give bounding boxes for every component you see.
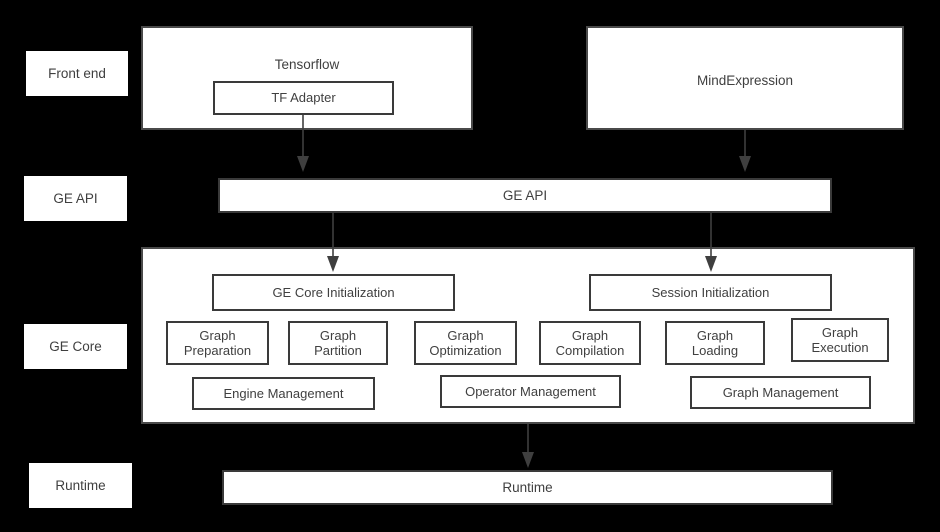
layer-label-ge-core: GE Core [24,324,127,369]
graph-preparation-line2: Preparation [183,343,252,358]
graph-execution-line2: Execution [811,340,869,355]
graph-loading-box[interactable]: Graph Loading [665,321,765,365]
runtime-bar[interactable]: Runtime [222,470,833,505]
ge-core-initialization-box[interactable]: GE Core Initialization [212,274,455,311]
session-initialization-label: Session Initialization [651,284,770,300]
graph-preparation-box[interactable]: Graph Preparation [166,321,269,365]
graph-optimization-box[interactable]: Graph Optimization [414,321,517,365]
ge-api-bar-label: GE API [502,187,548,203]
graph-partition-box[interactable]: Graph Partition [288,321,388,365]
layer-label-front-end-text: Front end [48,65,106,81]
graph-optimization-line1: Graph [447,327,484,343]
layer-label-runtime-text: Runtime [55,477,106,493]
layer-label-front-end: Front end [26,51,128,96]
operator-management-label: Operator Management [465,383,596,399]
layer-label-ge-core-text: GE Core [49,338,102,354]
graph-execution-box[interactable]: Graph Execution [791,318,889,362]
tensorflow-title: Tensorflow [274,57,340,72]
connector-mindexpression-to-ge-api [739,130,751,172]
mindexpression-frame: MindExpression [586,26,904,130]
graph-management-label: Graph Management [722,384,839,400]
session-initialization-box[interactable]: Session Initialization [589,274,832,311]
graph-loading-line1: Graph [696,327,734,343]
runtime-bar-label: Runtime [502,479,553,495]
graph-loading-line2: Loading [691,343,739,358]
engine-management-box[interactable]: Engine Management [192,377,375,410]
graph-compilation-line1: Graph [571,327,609,343]
operator-management-box[interactable]: Operator Management [440,375,621,408]
graph-preparation-line1: Graph [199,327,236,343]
ge-api-bar[interactable]: GE API [218,178,832,213]
layer-label-ge-api-text: GE API [53,190,98,206]
layer-label-ge-api: GE API [24,176,127,221]
graph-execution-line1: Graph [821,324,859,340]
mindexpression-title: MindExpression [696,73,794,88]
engine-management-label: Engine Management [223,385,344,401]
graph-compilation-box[interactable]: Graph Compilation [539,321,641,365]
graph-compilation-line2: Compilation [555,343,625,358]
graph-optimization-line2: Optimization [429,343,502,358]
layer-label-runtime: Runtime [29,463,132,508]
graph-management-box[interactable]: Graph Management [690,376,871,409]
graph-partition-line2: Partition [314,343,362,358]
ge-core-initialization-label: GE Core Initialization [272,284,395,300]
tf-adapter-box[interactable]: TF Adapter [213,81,394,115]
tf-adapter-label: TF Adapter [271,90,336,106]
graph-partition-line1: Graph [319,327,357,343]
connector-ge-core-to-runtime [522,424,534,468]
